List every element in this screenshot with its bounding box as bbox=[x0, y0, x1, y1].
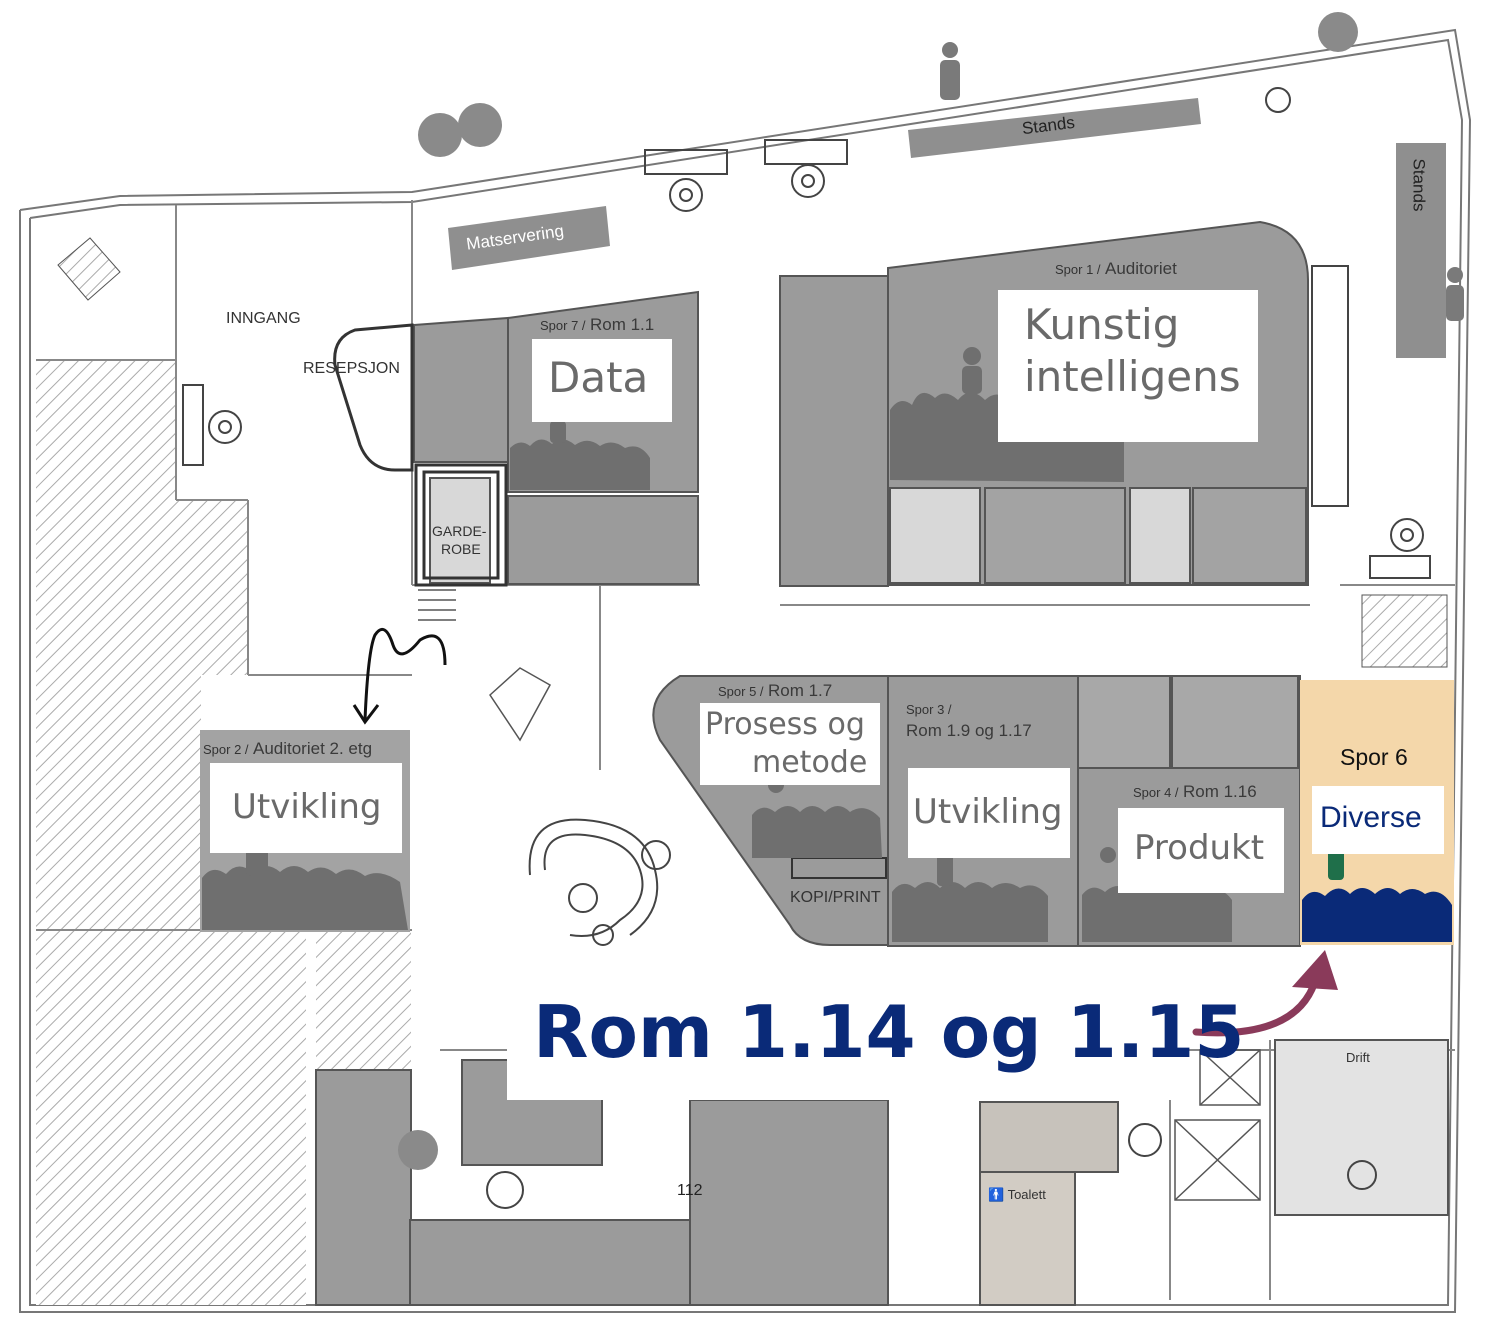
squiggle-arrow bbox=[363, 627, 447, 721]
utvikling2-title: Utvikling bbox=[232, 787, 382, 827]
prosess-spor: Spor 5 / bbox=[718, 684, 764, 699]
sofas bbox=[182, 139, 1431, 579]
ai-spor: Spor 1 / bbox=[1055, 262, 1101, 277]
ai-title-line2: intelligens bbox=[1024, 352, 1241, 401]
produkt-spor-label: Spor 4 / Rom 1.16 bbox=[1133, 782, 1257, 802]
ai-room: Auditoriet bbox=[1104, 259, 1177, 278]
staircase bbox=[1174, 1049, 1261, 1201]
prosess-title-line1: Prosess og bbox=[705, 707, 865, 742]
diverse-spor: Spor 6 bbox=[1340, 744, 1408, 770]
utvikling2-title-card bbox=[210, 763, 402, 853]
stand-panels bbox=[448, 98, 1446, 358]
utvikling2-spor-label: Spor 2 / Auditoriet 2. etg bbox=[203, 739, 372, 759]
spiral-seating bbox=[528, 818, 671, 937]
garderobe-label-1: GARDE- bbox=[432, 523, 487, 539]
data-spor: Spor 7 / bbox=[540, 318, 586, 333]
garderobe-frame bbox=[414, 463, 508, 587]
stands-right-label: Stands bbox=[1409, 158, 1429, 212]
ai-title-card bbox=[998, 290, 1258, 442]
utvikling2-spor: Spor 2 / bbox=[203, 742, 249, 757]
data-title-card bbox=[532, 339, 672, 422]
copy-bench bbox=[791, 857, 887, 879]
ai-title-line1: Kunstig bbox=[1024, 300, 1180, 349]
produkt-title-card bbox=[1118, 808, 1284, 893]
prosess-spor-label: Spor 5 / Rom 1.7 bbox=[718, 681, 832, 701]
drift-label: Drift bbox=[1346, 1050, 1370, 1065]
data-title: Data bbox=[548, 353, 649, 402]
utvikling3-spor: Spor 3 / bbox=[906, 702, 952, 717]
utvikling2-room: Auditoriet 2. etg bbox=[252, 739, 373, 758]
toilet-icon: 🚹 bbox=[988, 1187, 1008, 1202]
toalett-label: 🚹 Toalett bbox=[988, 1187, 1046, 1203]
prosess-room: Rom 1.7 bbox=[767, 681, 833, 700]
prosess-title-card bbox=[700, 703, 880, 785]
squiggle-arrowhead bbox=[352, 704, 380, 725]
callout-card bbox=[507, 972, 1187, 1100]
diverse-title-card bbox=[1312, 786, 1444, 854]
diverse-title: Diverse bbox=[1320, 801, 1422, 834]
ai-spor-label: Spor 1 / Auditoriet bbox=[1055, 259, 1177, 279]
callout-text: Rom 1.14 og 1.15 bbox=[533, 990, 1245, 1074]
round-tables bbox=[208, 87, 1424, 1209]
produkt-title: Produkt bbox=[1134, 828, 1265, 868]
kopi-print-label: KOPI/PRINT bbox=[790, 889, 881, 906]
data-spor-label: Spor 7 / Rom 1.1 bbox=[540, 315, 654, 335]
data-room: Rom 1.1 bbox=[589, 315, 655, 334]
ai-subrooms bbox=[984, 487, 1307, 584]
produkt-room: Rom 1.16 bbox=[1182, 782, 1257, 801]
garderobe-label-2: ROBE bbox=[441, 541, 481, 557]
utvikling3-room: Rom 1.9 og 1.17 bbox=[906, 721, 1032, 740]
hatched-areas bbox=[36, 237, 1448, 1305]
center-stairs bbox=[418, 589, 552, 742]
light-subrooms bbox=[429, 477, 1449, 1306]
utvikling3-title-card bbox=[908, 768, 1070, 858]
prosess-title-line2: metode bbox=[752, 745, 868, 780]
room-112-label: 112 bbox=[677, 1182, 703, 1199]
callout-arrowhead bbox=[1292, 950, 1338, 990]
toalett-text: Toalett bbox=[1007, 1187, 1046, 1202]
produkt-spor: Spor 4 / bbox=[1133, 785, 1179, 800]
utvikling3-title: Utvikling bbox=[913, 792, 1063, 832]
resepsjon-label: RESEPSJON bbox=[303, 360, 400, 377]
reception-desk bbox=[333, 323, 414, 472]
inngang-label: INNGANG bbox=[226, 310, 301, 327]
